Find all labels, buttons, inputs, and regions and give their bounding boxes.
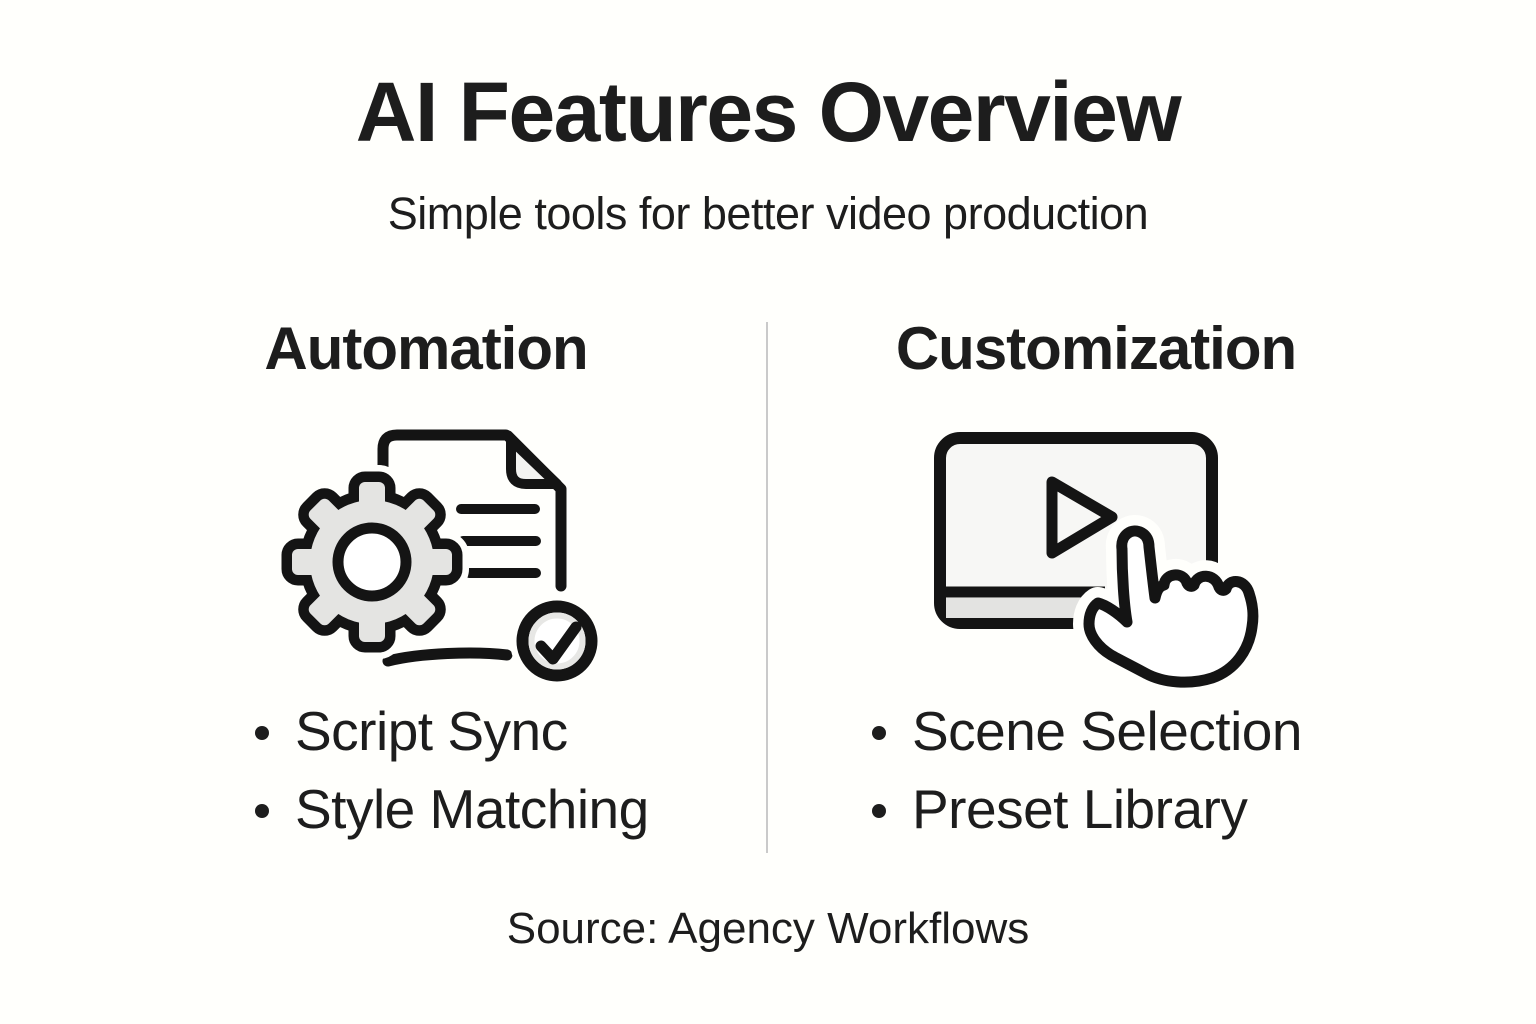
video-player-click-icon	[934, 432, 1269, 699]
automation-feature-list: Script Sync Style Matching	[255, 692, 649, 848]
hand-cursor-icon	[1073, 515, 1269, 699]
list-item-label: Style Matching	[295, 778, 649, 840]
page-subtitle: Simple tools for better video production	[387, 188, 1149, 239]
bullet-dot	[255, 804, 269, 818]
list-item: Scene Selection	[872, 692, 1303, 770]
play-icon	[1046, 476, 1118, 559]
list-item-label: Preset Library	[912, 778, 1248, 840]
page-title: AI Features Overview	[355, 65, 1182, 159]
document-icon	[377, 429, 567, 667]
automation-heading: Automation	[264, 315, 588, 382]
player-bottom-bar	[946, 598, 1100, 618]
check-mark	[535, 621, 582, 665]
bullet-dot	[872, 804, 886, 818]
bullet-dot	[872, 726, 886, 740]
underline-swoosh	[382, 647, 513, 667]
source-attribution: Source: Agency Workflows	[506, 904, 1030, 953]
check-circle-icon	[510, 594, 604, 688]
bullet-dot	[255, 726, 269, 740]
customization-feature-list: Scene Selection Preset Library	[872, 692, 1303, 848]
list-item: Script Sync	[255, 692, 649, 770]
customization-heading: Customization	[895, 315, 1297, 382]
list-item-label: Scene Selection	[912, 700, 1303, 762]
folded-corner	[506, 435, 562, 489]
list-item: Style Matching	[255, 770, 649, 848]
column-divider	[766, 322, 768, 853]
document-text-lines	[456, 504, 541, 578]
gear-document-check-icon	[275, 429, 604, 688]
gear-hole	[332, 522, 412, 602]
gear-icon	[275, 465, 469, 659]
list-item: Preset Library	[872, 770, 1302, 848]
list-item-label: Script Sync	[295, 700, 568, 762]
